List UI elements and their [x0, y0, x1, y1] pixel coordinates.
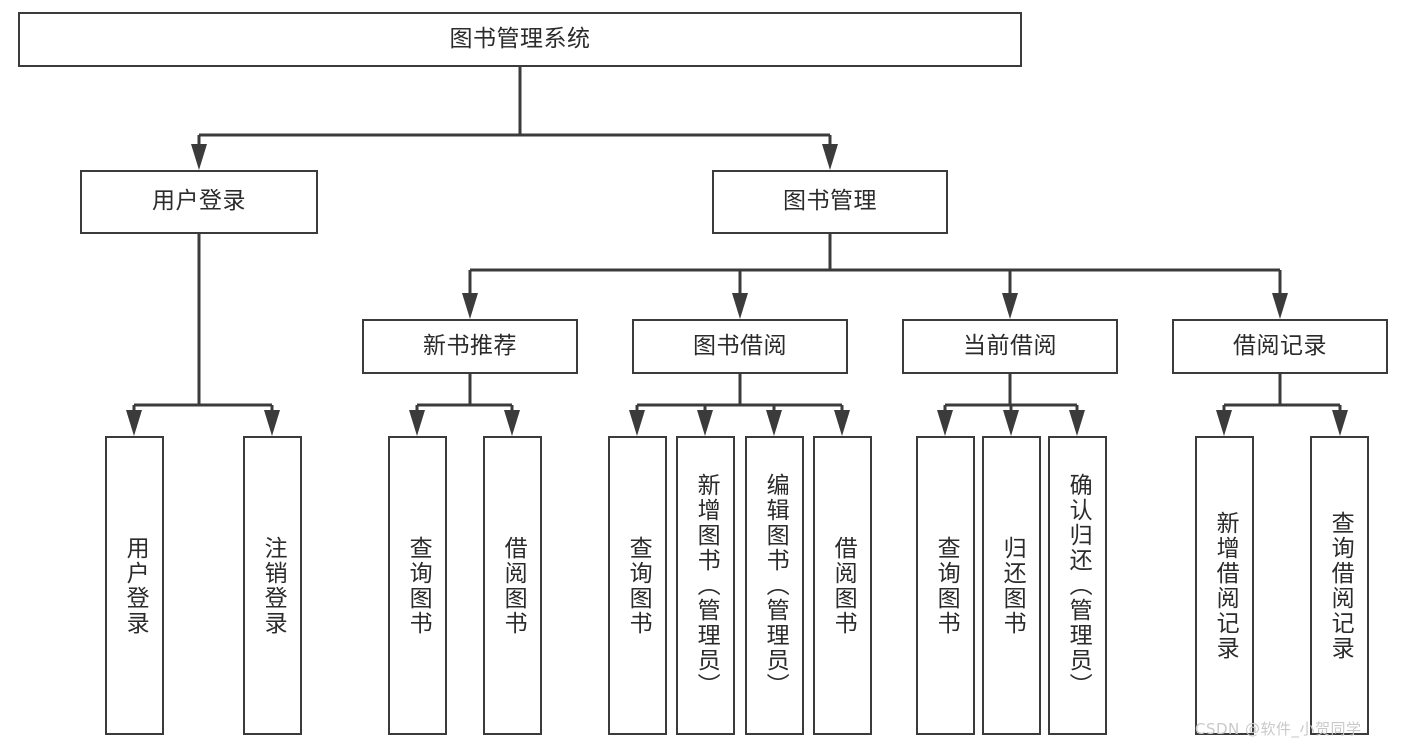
node-label: 查询借阅记录	[1327, 510, 1354, 661]
node-leaves-0[interactable]: 用户登录	[105, 436, 164, 735]
node-label: 归还图书	[999, 535, 1026, 636]
node-l2-0[interactable]: 用户登录	[80, 170, 318, 234]
node-label: 图书管理系统	[449, 25, 591, 52]
node-label: 查询图书	[405, 535, 432, 636]
node-leaves-5[interactable]: 新增图书（管理员）	[676, 436, 735, 735]
node-label: 图书借阅	[693, 332, 787, 359]
arrowhead-icon	[409, 410, 425, 436]
node-label: 新书推荐	[423, 332, 517, 359]
node-leaves-2[interactable]: 查询图书	[388, 436, 447, 735]
node-l3-1[interactable]: 图书借阅	[632, 319, 848, 374]
node-label: 新增图书（管理员）	[693, 473, 720, 698]
node-leaves-11[interactable]: 新增借阅记录	[1195, 436, 1254, 735]
arrowhead-icon	[697, 410, 713, 436]
arrowhead-icon	[834, 410, 850, 436]
arrowhead-icon	[1216, 410, 1232, 436]
node-label: 图书管理	[783, 188, 877, 215]
node-root-0[interactable]: 图书管理系统	[18, 12, 1022, 67]
arrowhead-icon	[126, 410, 142, 436]
arrowhead-icon	[732, 293, 748, 319]
node-l2-1[interactable]: 图书管理	[712, 170, 948, 234]
node-leaves-3[interactable]: 借阅图书	[483, 436, 542, 735]
node-label: 编辑图书（管理员）	[762, 473, 789, 698]
arrowhead-icon	[504, 410, 520, 436]
arrowhead-icon	[1069, 410, 1085, 436]
node-leaves-6[interactable]: 编辑图书（管理员）	[745, 436, 804, 735]
node-label: 查询图书	[933, 535, 960, 636]
arrowhead-icon	[191, 144, 207, 170]
node-leaves-10[interactable]: 确认归还（管理员）	[1048, 436, 1107, 735]
node-l3-2[interactable]: 当前借阅	[902, 319, 1118, 374]
node-leaves-4[interactable]: 查询图书	[608, 436, 667, 735]
node-leaves-7[interactable]: 借阅图书	[813, 436, 872, 735]
node-label: 当前借阅	[963, 332, 1057, 359]
node-label: 注销登录	[260, 535, 287, 636]
node-label: 确认归还（管理员）	[1065, 473, 1092, 698]
arrowhead-icon	[766, 410, 782, 436]
node-label: 借阅记录	[1233, 332, 1327, 359]
node-label: 用户登录	[152, 188, 246, 215]
arrowhead-icon	[1332, 410, 1348, 436]
node-l3-3[interactable]: 借阅记录	[1172, 319, 1388, 374]
node-label: 借阅图书	[500, 535, 527, 636]
node-label: 借阅图书	[830, 535, 857, 636]
arrowhead-icon	[822, 144, 838, 170]
arrowhead-icon	[1272, 293, 1288, 319]
node-label: 新增借阅记录	[1212, 510, 1239, 661]
node-leaves-9[interactable]: 归还图书	[982, 436, 1041, 735]
node-leaves-8[interactable]: 查询图书	[916, 436, 975, 735]
arrowhead-icon	[1003, 410, 1019, 436]
arrowhead-icon	[264, 410, 280, 436]
arrowhead-icon	[1002, 293, 1018, 319]
arrowhead-icon	[937, 410, 953, 436]
node-leaves-12[interactable]: 查询借阅记录	[1310, 436, 1369, 735]
arrowhead-icon	[629, 410, 645, 436]
arrowhead-icon	[462, 293, 478, 319]
node-l3-0[interactable]: 新书推荐	[362, 319, 578, 374]
node-label: 查询图书	[625, 535, 652, 636]
node-label: 用户登录	[122, 535, 149, 636]
node-leaves-1[interactable]: 注销登录	[243, 436, 302, 735]
